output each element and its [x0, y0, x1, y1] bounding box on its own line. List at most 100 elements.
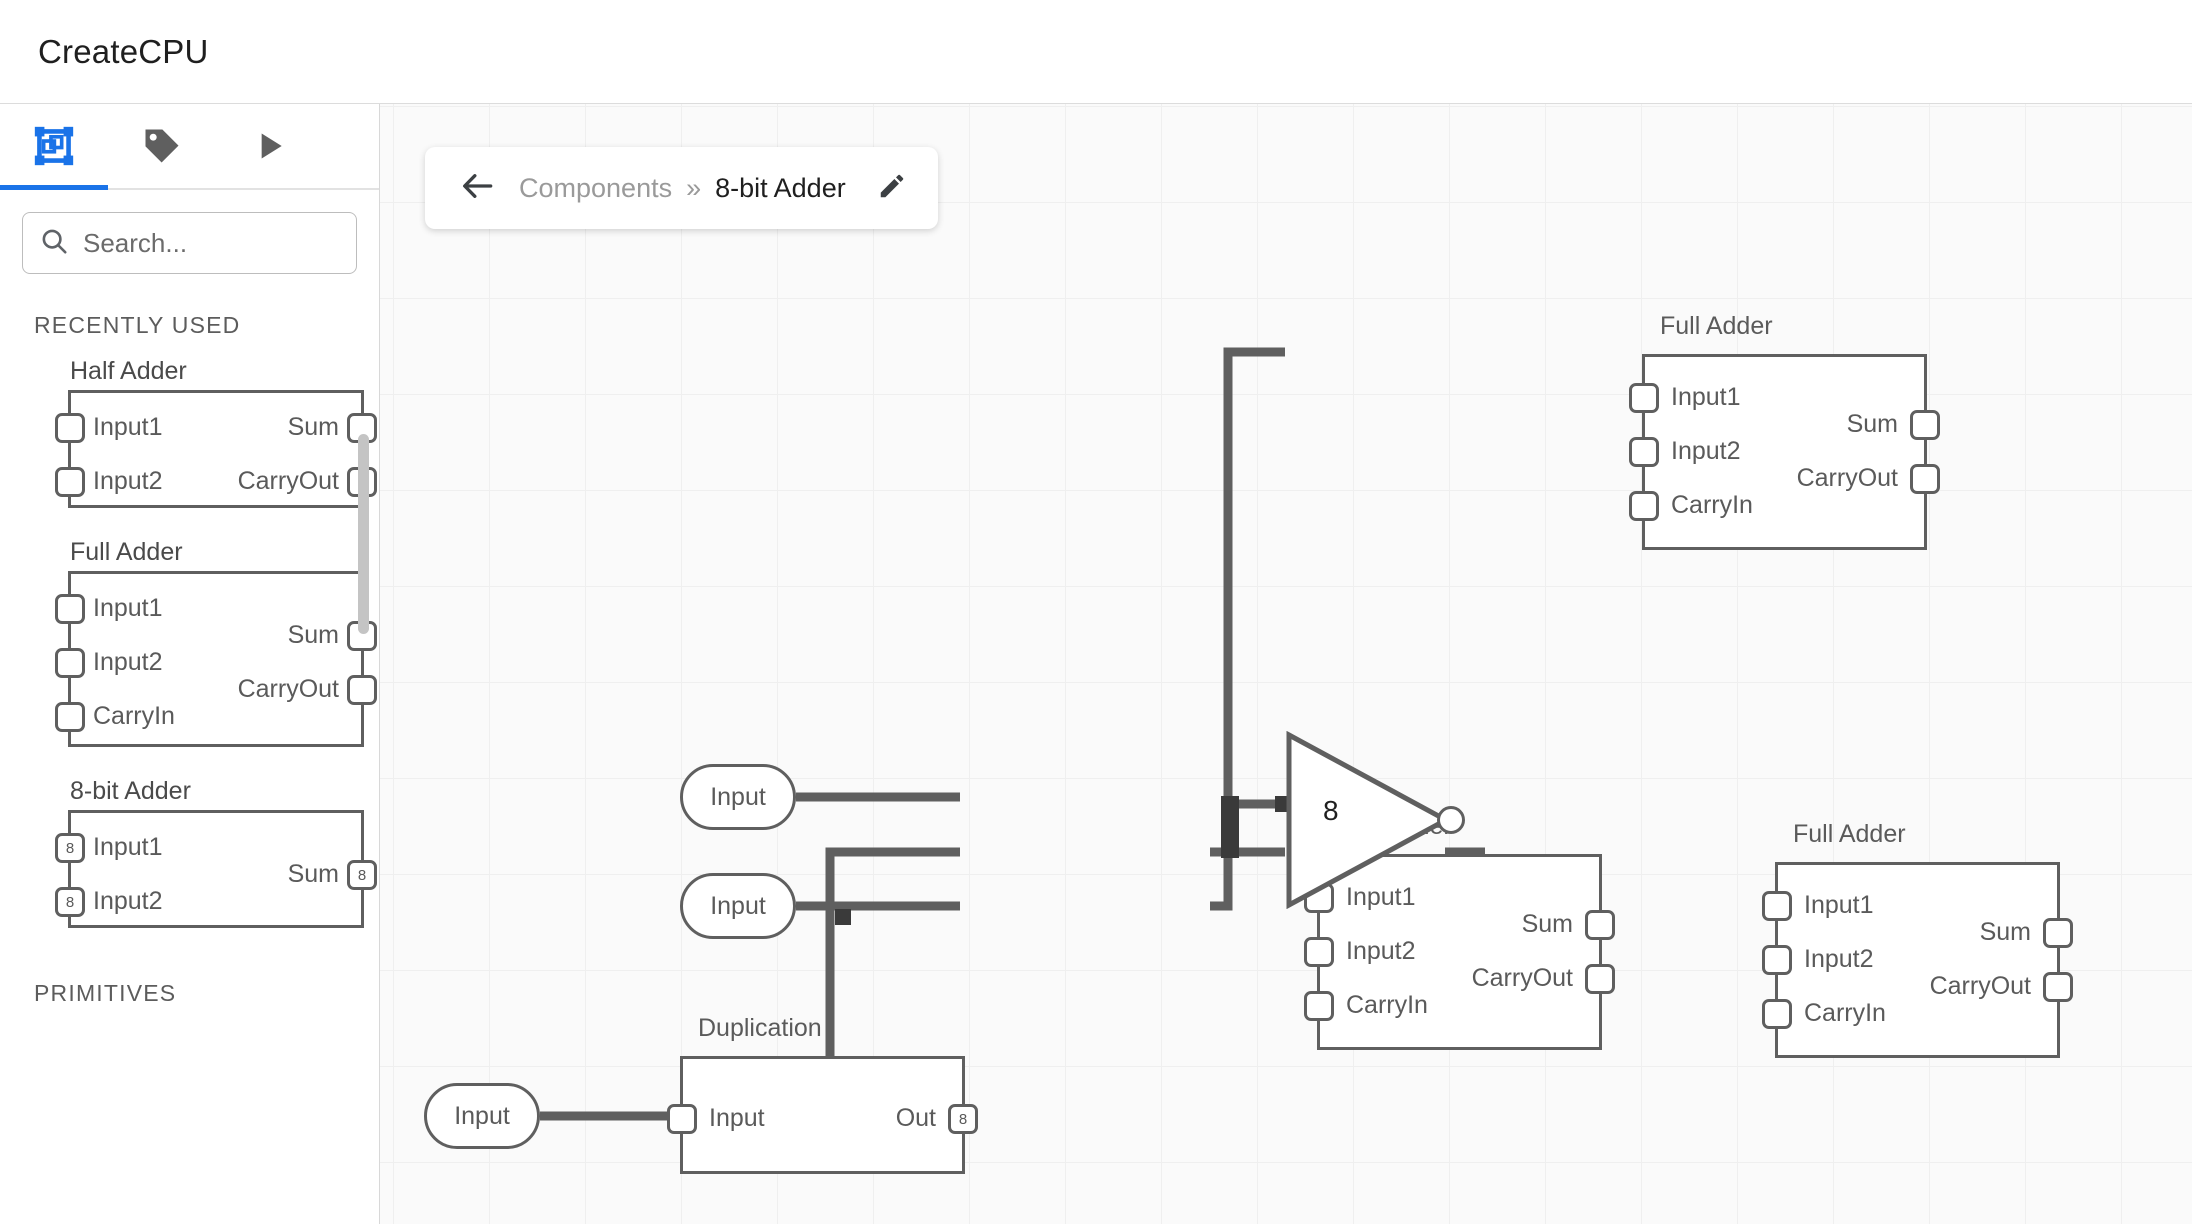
port-label-input1: Input1 [93, 413, 163, 441]
sidebar: RECENTLY USED Half Adder Input1 Input2 S… [0, 104, 380, 1224]
section-title-recently-used: RECENTLY USED [34, 312, 241, 338]
port-input2[interactable] [55, 648, 85, 678]
palette-item-half-adder[interactable]: Half Adder Input1 Input2 Sum CarryOut [22, 357, 377, 508]
node-full-adder-right[interactable]: Full Adder Input1 Input2 CarryIn Sum Car… [1762, 820, 2073, 1058]
schematic-canvas[interactable]: Components » 8-bit Adder [380, 104, 2192, 1224]
back-button[interactable] [451, 161, 505, 215]
port-out[interactable]: 8 [948, 1104, 978, 1134]
node-full-adder-top[interactable]: Full Adder Input1 Input2 CarryIn Sum Car… [1629, 312, 1940, 550]
port-input2[interactable]: 8 [55, 887, 85, 917]
port-carryout[interactable] [1585, 964, 1615, 994]
port-label-input2: Input2 [93, 648, 163, 676]
port-label-input2: Input2 [1804, 945, 1874, 973]
buffer-triangle-icon [1286, 730, 1452, 910]
port-sum[interactable]: 8 [347, 860, 377, 890]
port-label-carryin: CarryIn [1346, 991, 1428, 1019]
port-input2[interactable] [55, 467, 85, 497]
port-input1[interactable] [1629, 383, 1659, 413]
port-label-input2: Input2 [93, 887, 163, 915]
breadcrumb-current: 8-bit Adder [715, 172, 846, 203]
palette-block: Input1 Input2 Sum CarryOut [55, 390, 377, 508]
port-label-input2: Input2 [93, 467, 163, 495]
palette-item-8bit-adder[interactable]: 8-bit Adder 8 8 8 Input1 Input2 Sum [22, 777, 377, 928]
port-label-carryout: CarryOut [1471, 964, 1573, 992]
breadcrumb: Components » 8-bit Adder [425, 147, 938, 229]
play-icon [250, 126, 290, 166]
junction-input2-tap [835, 909, 851, 925]
component-palette[interactable]: RECENTLY USED Half Adder Input1 Input2 S… [0, 274, 379, 1224]
junction-buffer-in [1221, 796, 1239, 858]
sidebar-scrollbar[interactable] [358, 434, 369, 634]
tab-labels[interactable] [108, 103, 216, 189]
active-tab-indicator [0, 185, 108, 190]
wire-junctions [835, 796, 1301, 925]
port-carryin[interactable] [55, 702, 85, 732]
port-input1[interactable] [55, 413, 85, 443]
port-sum[interactable] [1585, 910, 1615, 940]
node-half-adder[interactable]: Half Adder Input1 Input2 CarryIn Sum Car… [1304, 812, 1615, 1050]
port-carryin[interactable] [1304, 991, 1334, 1021]
port-input2[interactable] [1629, 437, 1659, 467]
port-input1[interactable] [55, 594, 85, 624]
port-label-input1: Input1 [93, 594, 163, 622]
node-block[interactable]: Input1 Input2 CarryIn Sum CarryOut [1629, 354, 1940, 550]
app-title: CreateCPU [38, 32, 209, 70]
port-carryout[interactable] [1910, 464, 1940, 494]
search-box[interactable] [22, 212, 357, 274]
body-row: RECENTLY USED Half Adder Input1 Input2 S… [0, 104, 2192, 1224]
search-input[interactable] [83, 227, 340, 259]
port-label-sum: Sum [287, 860, 339, 888]
port-carryin[interactable] [1762, 999, 1792, 1029]
port-label-sum: Sum [1979, 918, 2031, 946]
wire-trunk-to-top-fulladder-input2 [1223, 347, 1285, 804]
port-input2[interactable] [1304, 937, 1334, 967]
port-label-out: Out [895, 1104, 936, 1132]
breadcrumb-root[interactable]: Components [519, 172, 673, 203]
port-label-input: Input [709, 1104, 765, 1132]
breadcrumb-separator: » [686, 172, 702, 203]
port-label-input2: Input2 [1346, 937, 1416, 965]
port-label-input1: Input1 [93, 833, 163, 861]
input-pill-2[interactable]: Input [680, 873, 796, 939]
port-label-carryout: CarryOut [1796, 464, 1898, 492]
port-input[interactable] [667, 1104, 697, 1134]
input-pill-3[interactable]: Input [424, 1083, 540, 1149]
node-block[interactable]: Input1 Input2 CarryIn Sum CarryOut [1304, 854, 1615, 1050]
port-label-carryout: CarryOut [237, 467, 339, 495]
port-label-carryout: CarryOut [237, 675, 339, 703]
search-area [0, 190, 379, 274]
search-icon [39, 226, 69, 261]
node-block[interactable]: Input1 Input2 CarryIn Sum CarryOut [1762, 862, 2073, 1058]
buffer-output-bubble[interactable] [1437, 806, 1465, 834]
port-carryout[interactable] [2043, 972, 2073, 1002]
port-label-sum: Sum [1846, 410, 1898, 438]
palette-item-label: Full Adder [70, 538, 183, 566]
port-carryout[interactable] [347, 675, 377, 705]
node-block[interactable]: 8 Input Out [667, 1056, 978, 1174]
port-sum[interactable] [1910, 410, 1940, 440]
port-input2[interactable] [1762, 945, 1792, 975]
node-title: Full Adder [1660, 312, 1773, 340]
arrow-left-icon [459, 167, 497, 210]
section-title-primitives: PRIMITIVES [34, 980, 177, 1006]
input-pill-label: Input [710, 782, 766, 811]
port-label-input1: Input1 [1671, 383, 1741, 411]
port-label-carryout: CarryOut [1929, 972, 2031, 1000]
port-label-input1: Input1 [1346, 883, 1416, 911]
node-duplication[interactable]: Duplication 8 Input Out [667, 1014, 978, 1174]
port-sum[interactable] [2043, 918, 2073, 948]
input-pill-1[interactable]: Input [680, 764, 796, 830]
tab-run[interactable] [216, 103, 324, 189]
palette-item-label: Half Adder [70, 357, 187, 385]
port-input1[interactable]: 8 [55, 833, 85, 863]
tab-components[interactable] [0, 103, 108, 189]
title-bar: CreateCPU [0, 0, 2192, 104]
palette-block: Input1 Input2 CarryIn Sum CarryOut [55, 571, 377, 747]
port-carryin[interactable] [1629, 491, 1659, 521]
port-label-sum: Sum [287, 413, 339, 441]
node-buffer[interactable]: 8 [1285, 730, 1465, 914]
palette-item-full-adder[interactable]: Full Adder Input1 Input2 CarryIn Sum Car… [22, 538, 377, 747]
rename-button[interactable] [872, 168, 912, 208]
wire-halfadder-carryout-to-buffer [1210, 799, 1285, 911]
port-input1[interactable] [1762, 891, 1792, 921]
